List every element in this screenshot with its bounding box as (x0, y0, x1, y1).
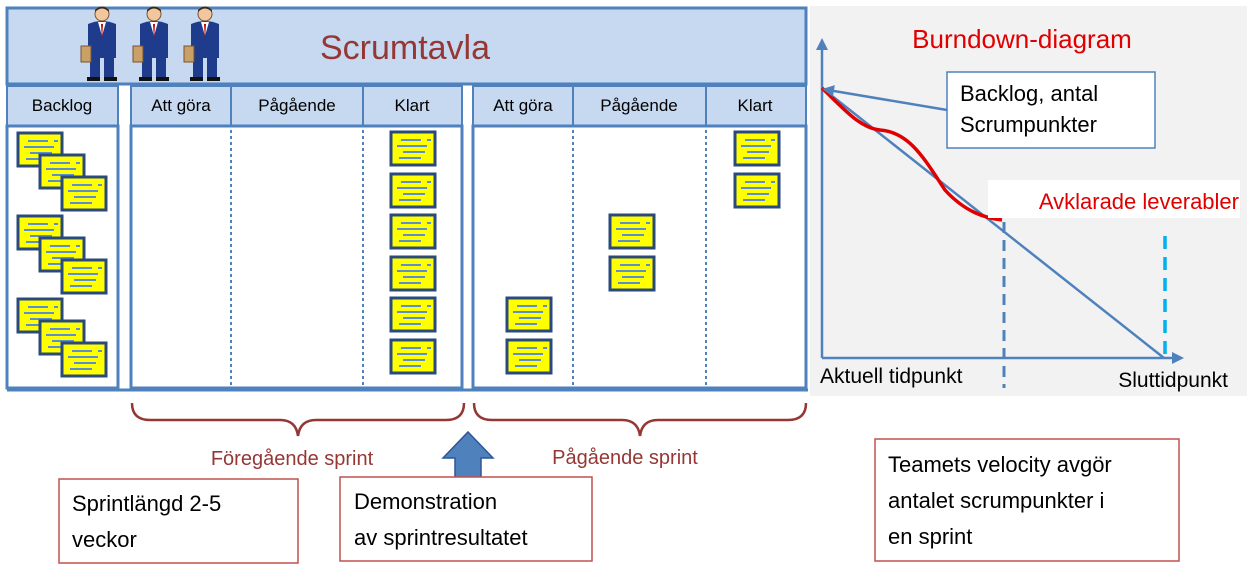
cur-col-inprogress: Pågående (600, 96, 678, 115)
backlog-callout (946, 71, 1156, 149)
backlog-callout-line-1: Backlog, antal (960, 81, 1098, 106)
demonstration-line-1: Demonstration (354, 489, 497, 514)
delivered-label: Avklarade leverabler (1039, 189, 1239, 214)
ideal-burndown-line (821, 87, 1165, 359)
demonstration-arrow (441, 430, 495, 479)
prev-col-done: Klart (395, 96, 430, 115)
demonstration-line-2: av sprintresultatet (354, 525, 528, 550)
current-sprint-brace (472, 402, 808, 437)
velocity-line-1: Teamets velocity avgör (888, 452, 1112, 477)
prev-col-todo: Att göra (151, 96, 211, 115)
demonstration-note (339, 476, 593, 562)
velocity-note (874, 438, 1180, 562)
velocity-line-3: en sprint (888, 524, 972, 549)
backlog-body (5, 124, 120, 390)
board-title: Scrumtavla (320, 29, 490, 67)
prev-col-inprogress: Pågående (258, 96, 336, 115)
velocity-line-2: antalet scrumpunkter i (888, 488, 1104, 513)
previous-sprint-board: Att göra Pågående Klart (129, 85, 464, 390)
backlog-label: Backlog (32, 96, 92, 115)
current-sprint-board: Att göra Pågående Klart (471, 85, 808, 390)
x-label-current-time: Aktuell tidpunkt (820, 365, 963, 388)
delivered-label-bg (988, 180, 1240, 218)
previous-sprint-label: Föregående sprint (211, 448, 374, 470)
sprint-length-line-2: veckor (72, 527, 137, 552)
actual-burndown-curve (820, 86, 1003, 222)
burndown-title: Burndown-diagram (912, 24, 1132, 54)
cur-col-done: Klart (738, 96, 773, 115)
sprint-length-line-1: Sprintlängd 2-5 (72, 491, 221, 516)
previous-sprint-brace (130, 402, 466, 437)
current-sprint-label: Pågående sprint (552, 447, 698, 469)
backlog-callout-line-2: Scrumpunkter (960, 112, 1097, 137)
x-label-end-time: Sluttidpunkt (1118, 369, 1228, 392)
backlog-callout-pointer (822, 85, 948, 112)
sprint-length-note (58, 478, 299, 564)
cur-col-todo: Att göra (493, 96, 553, 115)
